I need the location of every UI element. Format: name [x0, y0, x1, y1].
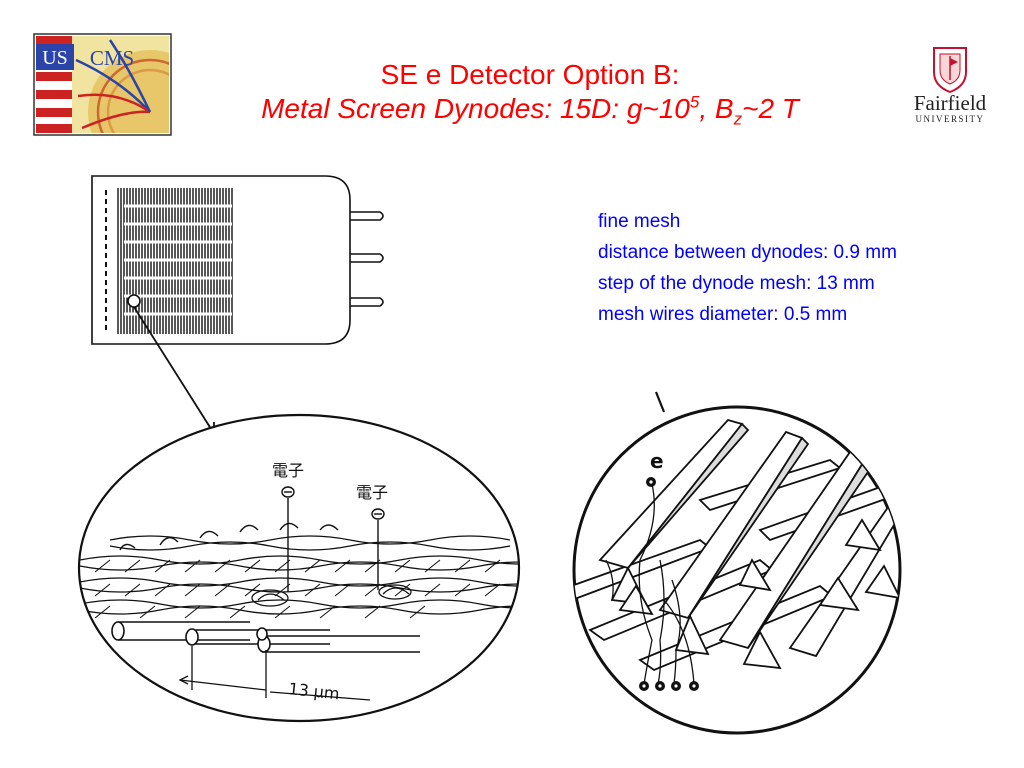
uscms-logo: US CMS	[33, 33, 172, 136]
slide-title: SE e Detector Option B: Metal Screen Dyn…	[170, 58, 890, 129]
spec-wire-diameter: mesh wires diameter: 0.5 mm	[598, 304, 848, 325]
mesh-holes	[251, 584, 412, 607]
fairfield-name: Fairfield	[914, 91, 987, 115]
spec-dynode-distance: distance between dynodes: 0.9 mm	[598, 242, 897, 263]
pmt-mesh-gaps	[124, 204, 232, 316]
title-line-1: SE e Detector Option B:	[380, 59, 680, 90]
fairfield-logo: Fairfield UNIVERSITY	[914, 47, 987, 124]
electron-probes	[281, 486, 385, 592]
scale-bar	[178, 646, 371, 701]
uscms-us-text: US	[42, 47, 68, 69]
mesh-wire-cylinders	[111, 621, 420, 653]
electron-label-1: 電子	[272, 461, 304, 480]
fairfield-sub: UNIVERSITY	[916, 114, 985, 124]
pmt-pins	[350, 211, 384, 307]
specs-list: fine mesh distance between dynodes: 0.9 …	[598, 206, 897, 330]
spec-fine-mesh: fine mesh	[598, 211, 681, 232]
electron-label-2: 電子	[356, 483, 388, 502]
mesh-loops	[119, 522, 339, 551]
spec-mesh-step: step of the dynode mesh: 13 mm	[598, 273, 875, 294]
right-leader-line	[654, 391, 666, 413]
left-mesh-detail: 電子 電子 13 µm	[77, 413, 521, 723]
electron-paths	[605, 483, 695, 685]
pmt-tube-drawing	[91, 175, 384, 438]
pmt-zoom-marker	[127, 294, 141, 308]
uscms-cms-text: CMS	[90, 46, 134, 70]
title-line-2: Metal Screen Dynodes: 15D: g~105, Bz~2 T	[261, 92, 799, 129]
zoom-leader-line	[133, 306, 214, 433]
electron-e-label: e	[650, 449, 664, 473]
right-mesh-detail: e	[572, 391, 902, 735]
diagonal-prisms	[598, 418, 900, 670]
